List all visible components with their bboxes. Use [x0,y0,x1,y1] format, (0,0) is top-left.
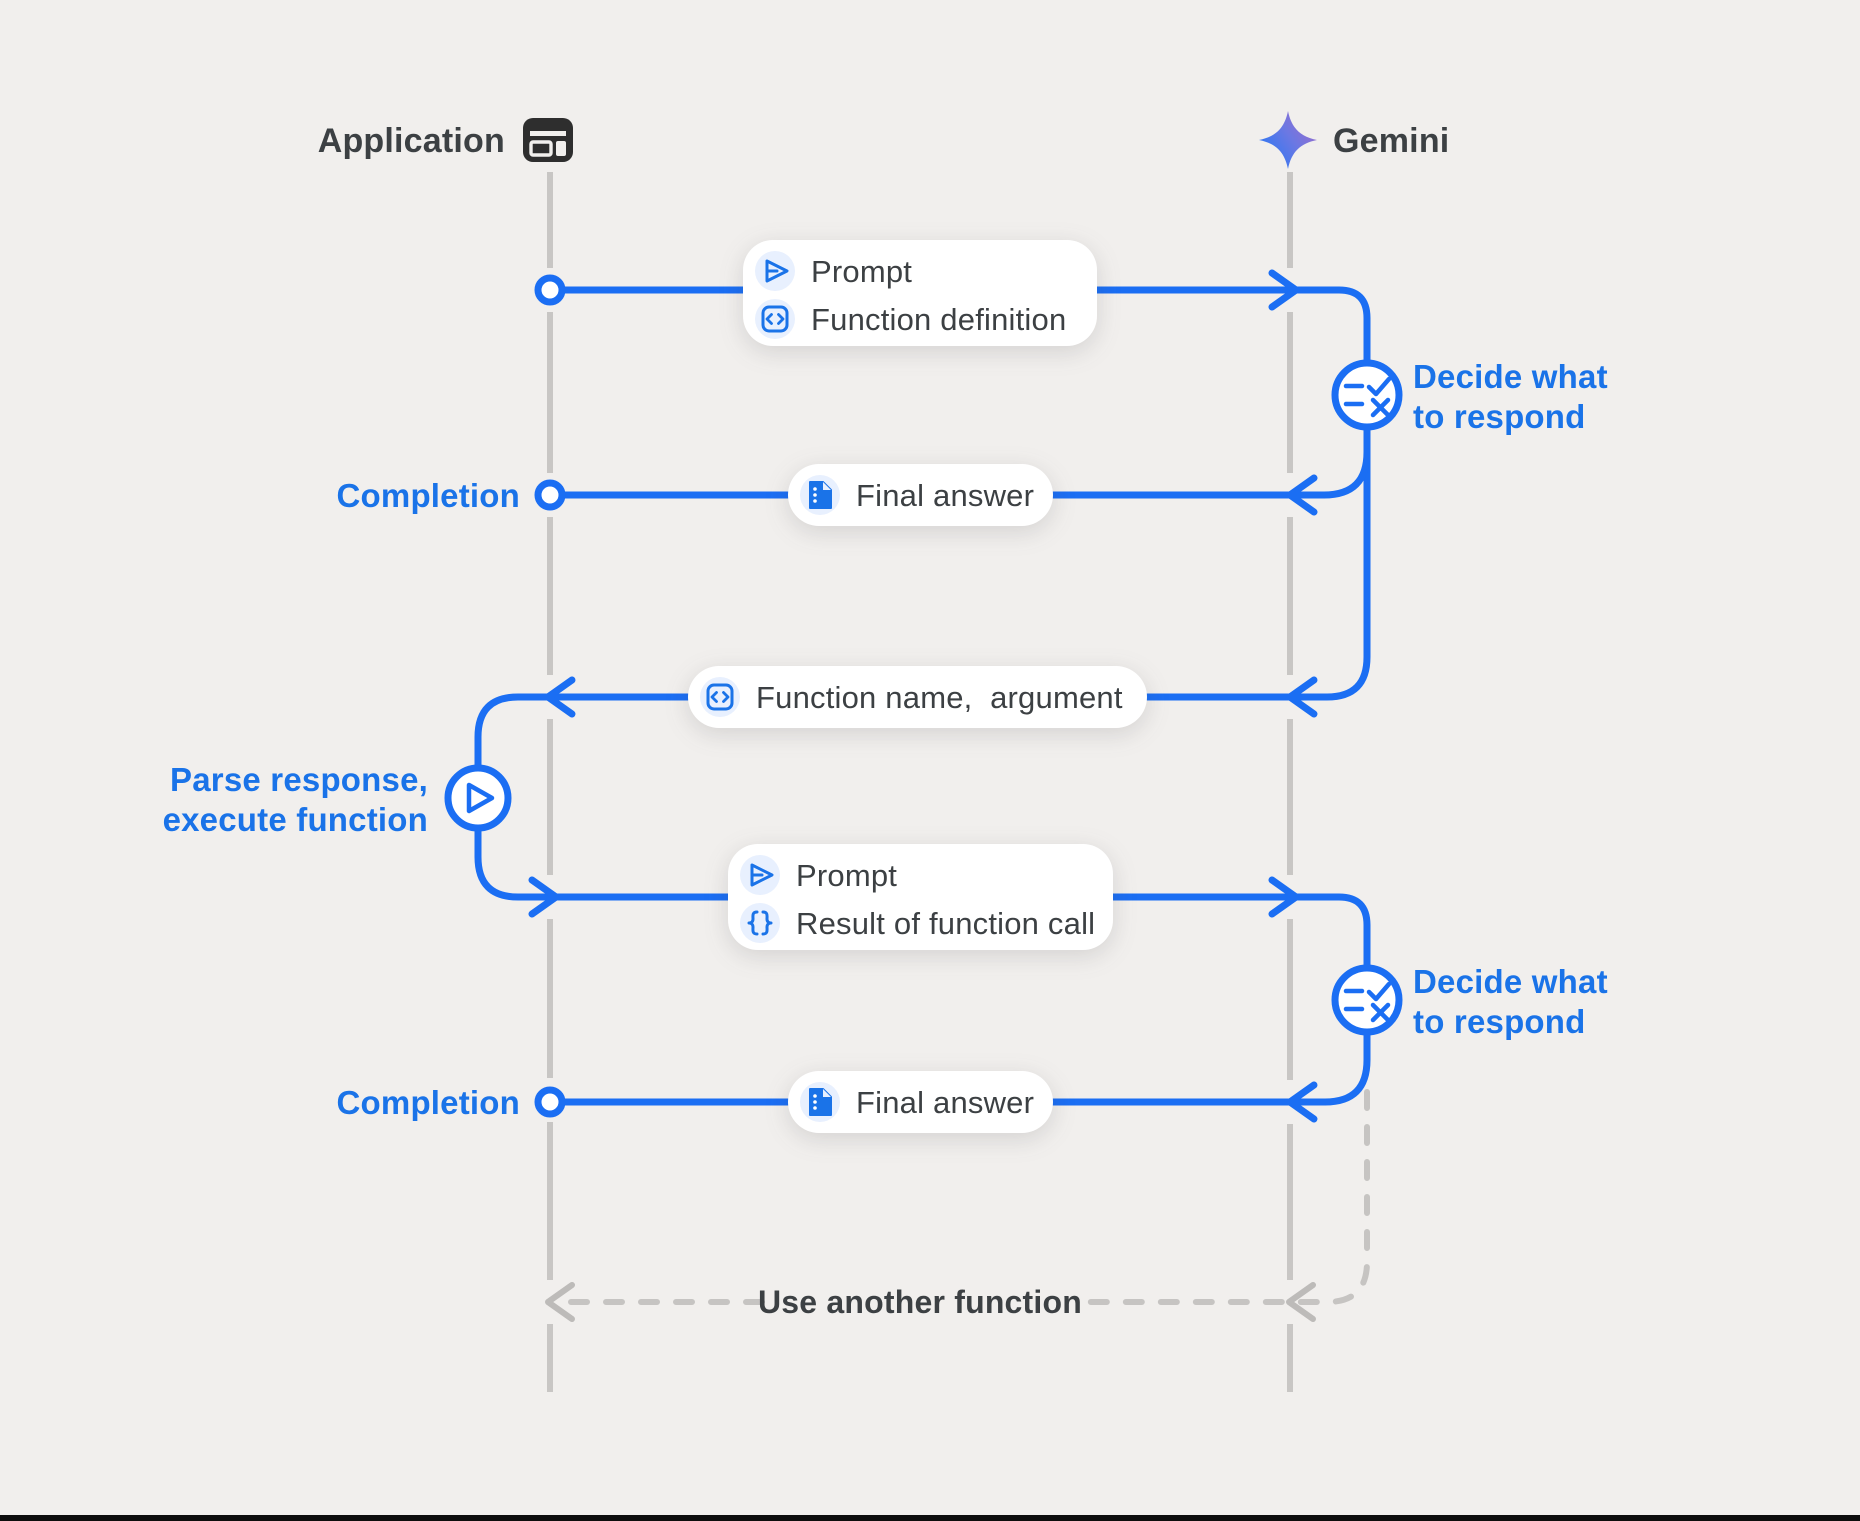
completion-circle-2 [534,1086,566,1118]
code-brackets-icon [761,305,789,333]
completion-circle-1 [534,479,566,511]
parse-execute-label: Parse response, execute function [163,761,428,838]
svg-text:to respond: to respond [1413,398,1586,435]
rule-check-icon [1343,376,1392,418]
message-row-label: Function definition [811,302,1066,337]
parse-execute-node [444,764,512,832]
arrowhead-row4-application [528,876,560,918]
svg-text:Parse response,: Parse response, [170,761,428,798]
svg-text:to respond: to respond [1413,1003,1586,1040]
completion-label-1: Completion [337,477,520,514]
message-row-label: Final answer [856,1085,1034,1120]
use-another-function-label: Use another function [758,1284,1082,1320]
play-icon [466,782,495,814]
arrowhead-row3-application [544,676,576,718]
message-row-label: Final answer [856,478,1034,513]
svg-text:Decide what: Decide what [1413,963,1608,1000]
arrowhead-row4-gemini [1268,876,1300,918]
arrowhead-row2-gemini [1286,474,1318,516]
message-row-label: Prompt [811,254,912,289]
svg-text:Decide what: Decide what [1413,358,1608,395]
message-box-prompt-function-definition: Prompt Function definition [743,240,1097,346]
message-row-label: Function name, argument [756,680,1123,715]
actor-application: Application [318,118,573,162]
message-row-label: Prompt [796,858,897,893]
decide-node-2 [1331,964,1403,1036]
send-icon [765,259,789,283]
message-box-final-answer-1: Final answer [788,464,1053,526]
rule-check-icon [1343,981,1392,1023]
arrowhead-row5-gemini [1286,1081,1318,1123]
decide-label-1: Decide what to respond [1413,358,1608,435]
curly-braces-icon [747,910,773,936]
arrowhead-row3-gemini [1286,676,1318,718]
decide-node-1 [1331,359,1403,431]
dashed-loop-path [545,1089,1370,1322]
decide-label-2: Decide what to respond [1413,963,1608,1040]
code-brackets-icon [706,683,734,711]
svg-text:execute function: execute function [163,801,428,838]
document-icon [809,481,832,509]
gemini-label: Gemini [1333,122,1449,160]
completion-label-2: Completion [337,1084,520,1121]
app-window-icon [523,118,573,162]
message-box-function-name-argument: Function name, argument [688,666,1147,728]
message-row-label: Result of function call [796,906,1095,941]
document-icon [809,1088,832,1116]
send-icon [750,863,774,887]
bottom-edge-bar [0,1515,1860,1521]
dashed-arrowhead-application [545,1282,575,1322]
flow-paths [474,269,1371,1123]
message-box-final-answer-2: Final answer [788,1071,1053,1133]
dashed-arrowhead-gemini [1286,1282,1316,1322]
arrowhead-row1-gemini [1268,269,1300,311]
message-box-prompt-result: Prompt Result of function call [728,844,1113,950]
origin-circle-row1 [534,274,566,306]
application-label: Application [318,122,505,160]
gemini-sparkle-icon [1259,111,1317,169]
actor-gemini: Gemini [1259,111,1449,169]
